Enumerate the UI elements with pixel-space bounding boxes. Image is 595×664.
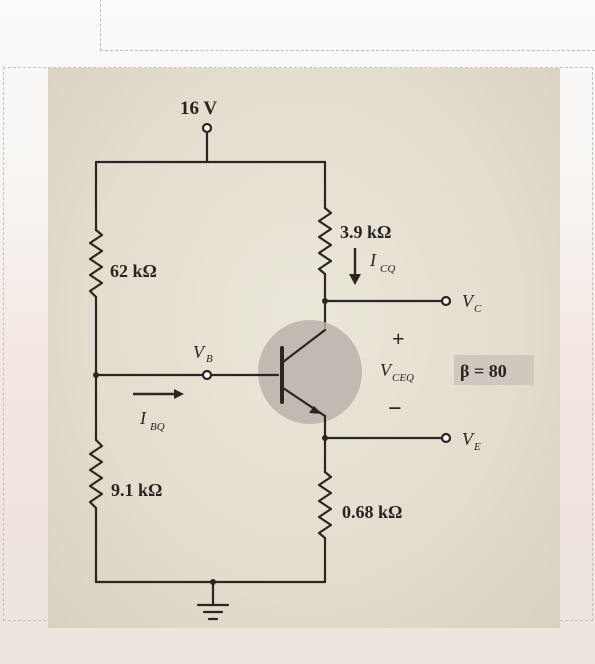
vb-label: V <box>193 342 206 362</box>
resistor-3-9k <box>317 206 333 276</box>
junction-dot <box>93 372 99 378</box>
resistor-62k-label: 62 kΩ <box>110 261 157 281</box>
icq-subscript: CQ <box>380 263 395 275</box>
vc-terminal <box>440 295 452 307</box>
ve-label: V <box>462 429 475 449</box>
vc-label: V <box>462 291 475 311</box>
transistor-body <box>258 320 362 424</box>
vb-terminal <box>201 369 213 381</box>
supply-voltage-label: 16 V <box>180 98 217 119</box>
resistor-3-9k-label: 3.9 kΩ <box>340 222 391 242</box>
resistor-0-68k <box>317 470 333 540</box>
ibq-label: I <box>139 408 147 428</box>
emitter-arrow-icon <box>309 406 322 414</box>
resistor-9-1k-label: 9.1 kΩ <box>111 480 162 500</box>
beta-label: β = 80 <box>460 361 507 381</box>
vceq-label: V <box>380 360 393 380</box>
vceq-minus: − <box>388 396 402 422</box>
resistor-9-1k <box>88 438 104 510</box>
resistor-62k <box>88 228 104 299</box>
beta-box <box>454 355 534 385</box>
vb-subscript: B <box>206 353 213 365</box>
vceq-subscript: CEQ <box>392 372 414 384</box>
ibq-subscript: BQ <box>150 421 165 433</box>
vc-subscript: C <box>474 303 482 315</box>
vceq-plus: + <box>392 326 405 351</box>
transistor-collector <box>281 328 327 364</box>
top-frame <box>100 0 595 51</box>
icq-label: I <box>369 250 377 270</box>
resistor-0-68k-label: 0.68 kΩ <box>342 502 402 522</box>
ve-subscript: E <box>473 441 481 453</box>
supply-terminal <box>201 122 213 134</box>
junction-dot <box>322 435 328 441</box>
junction-dot <box>210 579 216 585</box>
ve-terminal <box>440 432 452 444</box>
junction-dot <box>322 298 328 304</box>
